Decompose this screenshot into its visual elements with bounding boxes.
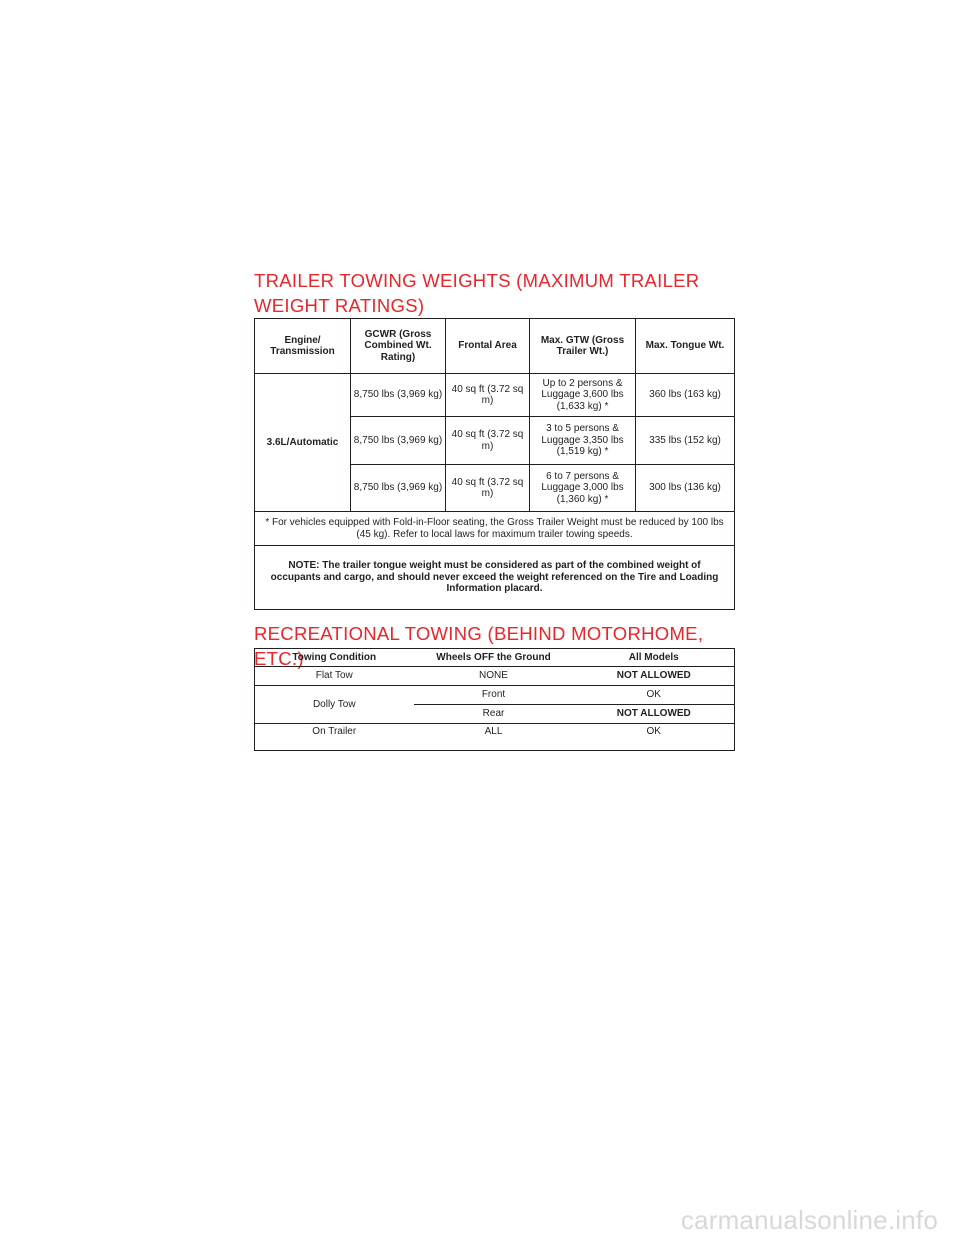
table-row: On Trailer ALL OK [254,723,735,751]
engine-cell: 3.6L/Automatic [254,373,351,512]
condition-cell: Dolly Tow [254,685,414,724]
models-cell: OK [573,685,735,705]
header-frontal-area: Frontal Area [445,318,530,374]
gcwr-cell: 8,750 lbs (3,969 kg) [350,416,446,465]
gtw-cell: 3 to 5 persons & Luggage 3,350 lbs (1,51… [529,416,636,465]
table-row: Dolly Tow Front OK [254,685,735,724]
header-wheels-off: Wheels OFF the Ground [413,648,574,667]
frontal-cell: 40 sq ft (3.72 sq m) [445,464,530,512]
trailer-towing-table: Engine/ Transmission GCWR (Gross Combine… [254,318,735,610]
table-row: Flat Tow NONE NOT ALLOWED [255,667,735,686]
header-engine: Engine/ Transmission [254,318,351,374]
gtw-cell: 6 to 7 persons & Luggage 3,000 lbs (1,36… [529,464,636,512]
frontal-cell: 40 sq ft (3.72 sq m) [445,373,530,417]
gtw-cell: Up to 2 persons & Luggage 3,600 lbs (1,6… [529,373,636,417]
tongue-cell: 335 lbs (152 kg) [635,416,735,465]
frontal-cell: 40 sq ft (3.72 sq m) [445,416,530,465]
header-max-gtw: Max. GTW (Gross Trailer Wt.) [529,318,636,374]
wheels-cell: ALL [413,723,574,751]
note-text: NOTE: The trailer tongue weight must be … [254,545,735,610]
header-max-tongue: Max. Tongue Wt. [635,318,735,374]
models-cell: NOT ALLOWED [573,704,735,724]
table-header-row: Engine/ Transmission GCWR (Gross Combine… [254,318,735,374]
models-cell: NOT ALLOWED [616,670,691,682]
header-all-models: All Models [573,648,735,667]
note-row: NOTE: The trailer tongue weight must be … [254,545,735,610]
wheels-cell: NONE [479,670,508,682]
gcwr-cell: 8,750 lbs (3,969 kg) [350,373,446,417]
site-watermark: carmanualsonline.info [680,1205,938,1235]
table-row: 3.6L/Automatic 8,750 lbs (3,969 kg) 40 s… [254,373,735,512]
table-row: 8,750 lbs (3,969 kg) 40 sq ft (3.72 sq m… [255,416,735,465]
models-cell: OK [573,723,735,751]
gcwr-cell: 8,750 lbs (3,969 kg) [350,464,446,512]
tongue-cell: 300 lbs (136 kg) [635,464,735,512]
table-row: Rear NOT ALLOWED [255,704,735,724]
condition-cell: On Trailer [254,723,414,751]
condition-cell: Flat Tow [315,670,353,682]
tongue-cell: 360 lbs (163 kg) [635,373,735,417]
wheels-cell: Rear [413,704,574,724]
header-towing-condition: Towing Condition [254,648,414,667]
footnote-text: * For vehicles equipped with Fold-in-Flo… [254,511,735,546]
footnote-row: * For vehicles equipped with Fold-in-Flo… [254,511,735,546]
recreational-towing-table: Towing Condition Wheels OFF the Ground A… [254,648,735,751]
table-header-row: Towing Condition Wheels OFF the Ground A… [254,648,735,667]
table-row: 8,750 lbs (3,969 kg) 40 sq ft (3.72 sq m… [255,464,735,512]
trailer-towing-title: TRAILER TOWING WEIGHTS (MAXIMUM TRAILER … [254,270,700,316]
header-gcwr: GCWR (Gross Combined Wt. Rating) [350,318,446,374]
wheels-cell: Front [413,685,574,705]
